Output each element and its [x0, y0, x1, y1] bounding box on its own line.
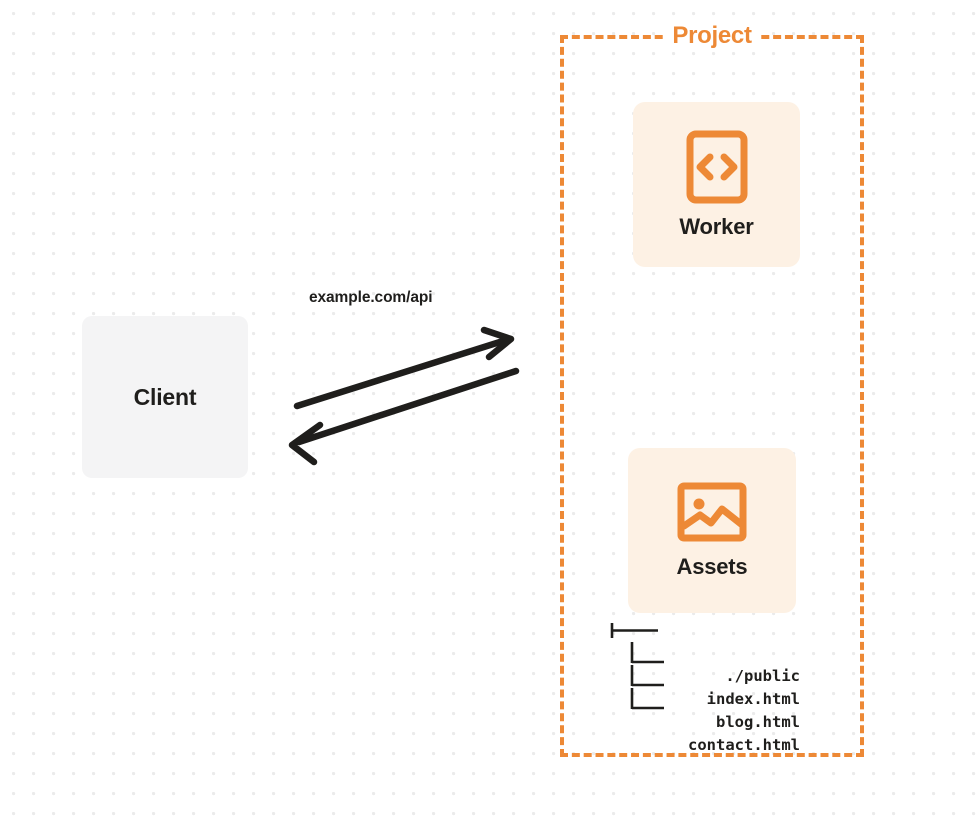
file-tree-name: blog.html — [716, 713, 800, 731]
file-tree-row: index.html — [560, 642, 864, 708]
request-arrow — [293, 326, 515, 410]
tree-branch-icon — [630, 642, 664, 664]
tree-branch-icon — [630, 688, 664, 710]
tree-tee-icon — [610, 623, 658, 638]
file-tree-row: contact.html — [560, 688, 864, 754]
assets-node[interactable]: Assets — [628, 448, 796, 613]
client-node[interactable]: Client — [82, 316, 248, 478]
assets-label: Assets — [676, 553, 748, 579]
file-tree-name: ./public — [725, 667, 800, 685]
file-tree-row: blog.html — [560, 665, 864, 731]
code-brackets-icon — [686, 130, 748, 204]
file-tree-row: ./public — [560, 619, 864, 685]
connection-label: example.com/api — [309, 289, 433, 306]
project-boundary: Project — [560, 22, 864, 757]
assets-file-tree: ./public index.html blog.html contact.ht… — [560, 613, 864, 754]
project-title: Project — [665, 22, 759, 50]
worker-label: Worker — [679, 213, 754, 239]
response-arrow — [288, 367, 520, 466]
file-tree-name: contact.html — [688, 736, 800, 754]
tree-branch-icon — [630, 665, 664, 687]
image-icon — [677, 482, 747, 542]
worker-node[interactable]: Worker — [633, 102, 800, 267]
file-tree-name: index.html — [706, 690, 800, 708]
client-label: Client — [133, 383, 197, 410]
